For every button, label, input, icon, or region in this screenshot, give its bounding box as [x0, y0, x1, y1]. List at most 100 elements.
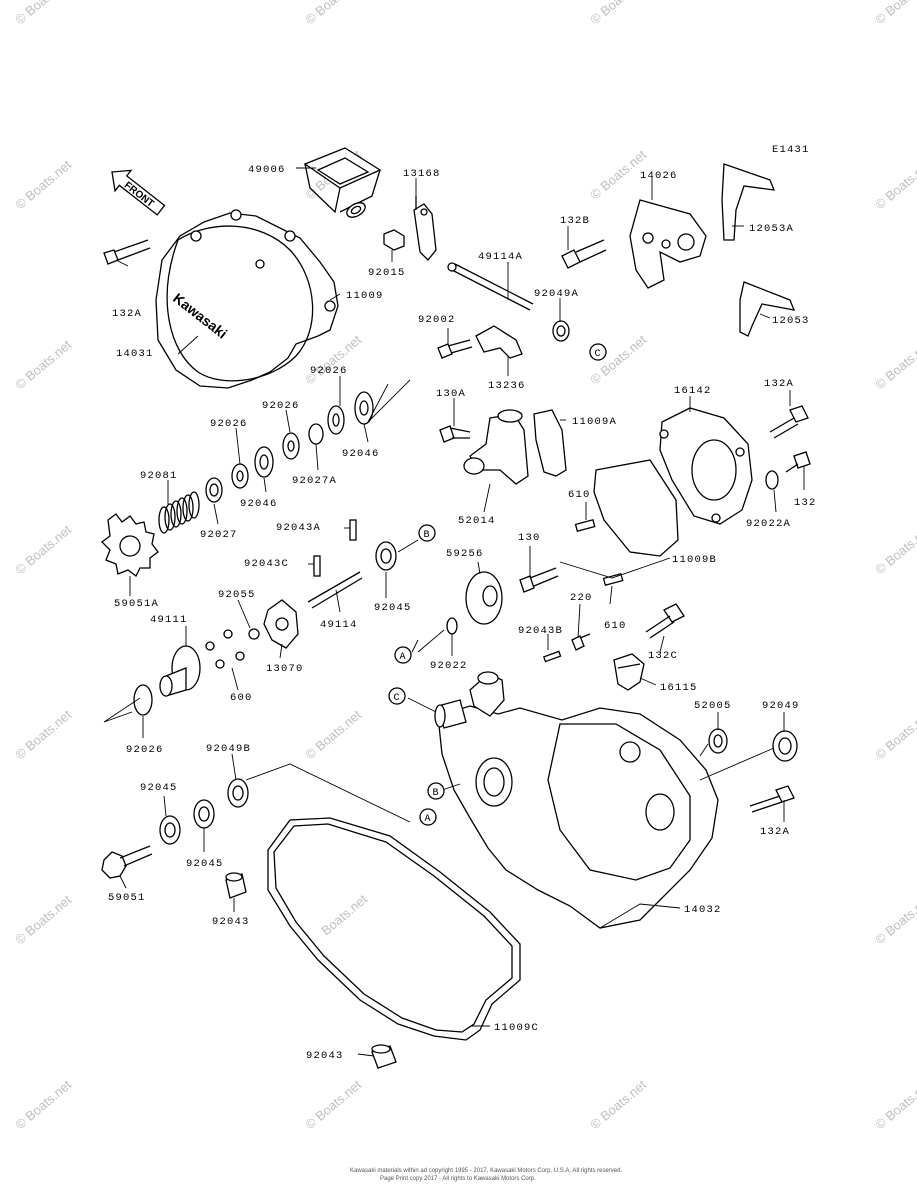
bolt-130a-part: [439, 425, 471, 443]
dowel-610a-part: [574, 518, 596, 532]
label-132c: 132C: [648, 650, 678, 662]
label-92015: 92015: [368, 267, 406, 279]
label-92022a: 92022A: [746, 518, 791, 530]
watermark: © Boats.net: [872, 337, 917, 393]
ref-b-lower: B: [433, 788, 439, 799]
cover-16142-part: [659, 407, 753, 525]
leader-lines: [103, 167, 805, 1057]
watermark: © Boats.net: [12, 337, 74, 393]
nut-92015-part: [383, 229, 405, 251]
label-132a-left: 132A: [112, 308, 142, 320]
bracket-14026-part: [629, 199, 707, 289]
ref-c-upper: C: [595, 349, 601, 360]
label-49114: 49114: [320, 619, 358, 631]
label-92043-a: 92043: [212, 916, 250, 928]
diagram-code: E1431: [772, 144, 810, 156]
housing-49111-part: [159, 645, 201, 697]
label-92049b: 92049B: [206, 743, 251, 755]
seal-52005-part: [708, 728, 728, 754]
label-11009b: 11009B: [672, 554, 717, 566]
balls-600-part: [205, 629, 245, 669]
watermark: © Boats.net: [302, 0, 364, 27]
seal-92049b-part: [227, 778, 249, 808]
label-92045-c: 92045: [186, 858, 224, 870]
gear-59051-part: [101, 845, 153, 879]
label-49006: 49006: [248, 164, 286, 176]
watermark: © Boats.net: [302, 332, 364, 388]
gasket-11009c-part: Boats.net: [267, 817, 521, 1041]
washer-92026-lower-part: [133, 684, 153, 716]
watermark: © Boats.net: [872, 892, 917, 948]
dowel-610b-part: [602, 572, 624, 586]
label-132a-lower: 132A: [760, 826, 790, 838]
label-52005: 52005: [694, 700, 732, 712]
label-11009a: 11009A: [572, 416, 617, 428]
label-92027: 92027: [200, 529, 238, 541]
label-16115: 16115: [660, 682, 698, 694]
label-92081: 92081: [140, 470, 178, 482]
shaft-49114-part: [307, 571, 363, 609]
label-92046-a: 92046: [342, 448, 380, 460]
label-610-b: 610: [604, 620, 627, 632]
bearing-92045-lower-part: [159, 799, 215, 845]
ring-92055-part: [248, 628, 260, 640]
label-132a-right: 132A: [764, 378, 794, 390]
ref-a-lower: A: [425, 814, 431, 825]
label-92043c: 92043C: [244, 558, 289, 570]
collar-92043-part: [225, 872, 247, 899]
label-600: 600: [230, 692, 253, 704]
gear-59051a-part: [101, 513, 159, 577]
gasket-11009a-part: [533, 409, 567, 477]
guide-12053a-part: [721, 163, 776, 241]
collar-92043-bottom-part: [371, 1044, 397, 1069]
washer-92022a-part: [765, 470, 779, 490]
label-59256: 59256: [446, 548, 484, 560]
label-220: 220: [570, 592, 593, 604]
watermark: © Boats.net: [12, 707, 74, 763]
watermark: © Boats.net: [12, 0, 74, 27]
pipe-52014-part: [463, 409, 529, 485]
impeller-13070-part: [263, 599, 299, 649]
washer-92022-part: [446, 617, 458, 635]
ref-a-upper: A: [400, 652, 406, 663]
label-92049a: 92049A: [534, 288, 579, 300]
bolt-132a-right-part: [769, 405, 809, 439]
lever-13168-part: [413, 196, 437, 261]
label-13168: 13168: [403, 168, 441, 180]
label-11009c: 11009C: [494, 1022, 539, 1034]
label-14026: 14026: [640, 170, 678, 182]
watermark: © Boats.net: [12, 892, 74, 948]
label-92043b: 92043B: [518, 625, 563, 637]
bearing-92045-part: [375, 541, 397, 571]
plate-13236-part: [475, 325, 523, 359]
watermark: © Boats.net: [872, 1077, 917, 1133]
label-59051: 59051: [108, 892, 146, 904]
brand-logo-text: Kawasaki: [170, 290, 230, 342]
label-610-a: 610: [568, 489, 591, 501]
ref-c-lower: C: [394, 693, 400, 704]
label-92026-c: 92026: [210, 418, 248, 430]
label-92049: 92049: [762, 700, 800, 712]
label-92045-a: 92045: [374, 602, 412, 614]
pin-92043a-part: [349, 519, 357, 541]
watermark: © Boats.net: [302, 707, 364, 763]
gasket-11009b-part: [593, 459, 679, 557]
bolt-130-part: [519, 567, 559, 593]
watermark: © Boats.net: [12, 157, 74, 213]
bolt-132-part: [785, 451, 811, 473]
watermark: © Boats.net: [872, 707, 917, 763]
plug-16115-part: [613, 653, 645, 691]
crankcase-cover-14032-part: [434, 671, 719, 929]
label-13236: 13236: [488, 380, 526, 392]
watermark: © Boats.net: [587, 0, 649, 27]
breather-49006-part: [303, 147, 382, 218]
label-92002: 92002: [418, 314, 456, 326]
impeller-59256-part: [465, 571, 503, 625]
label-12053a: 12053A: [749, 223, 794, 235]
footer-copyright-2: Page Print copy 2017 - All rights to Kaw…: [380, 1176, 536, 1182]
bolt-132a-lower-part: [749, 785, 795, 813]
label-92055: 92055: [218, 589, 256, 601]
label-92022: 92022: [430, 660, 468, 672]
label-11009: 11009: [346, 290, 384, 302]
label-16142: 16142: [674, 385, 712, 397]
